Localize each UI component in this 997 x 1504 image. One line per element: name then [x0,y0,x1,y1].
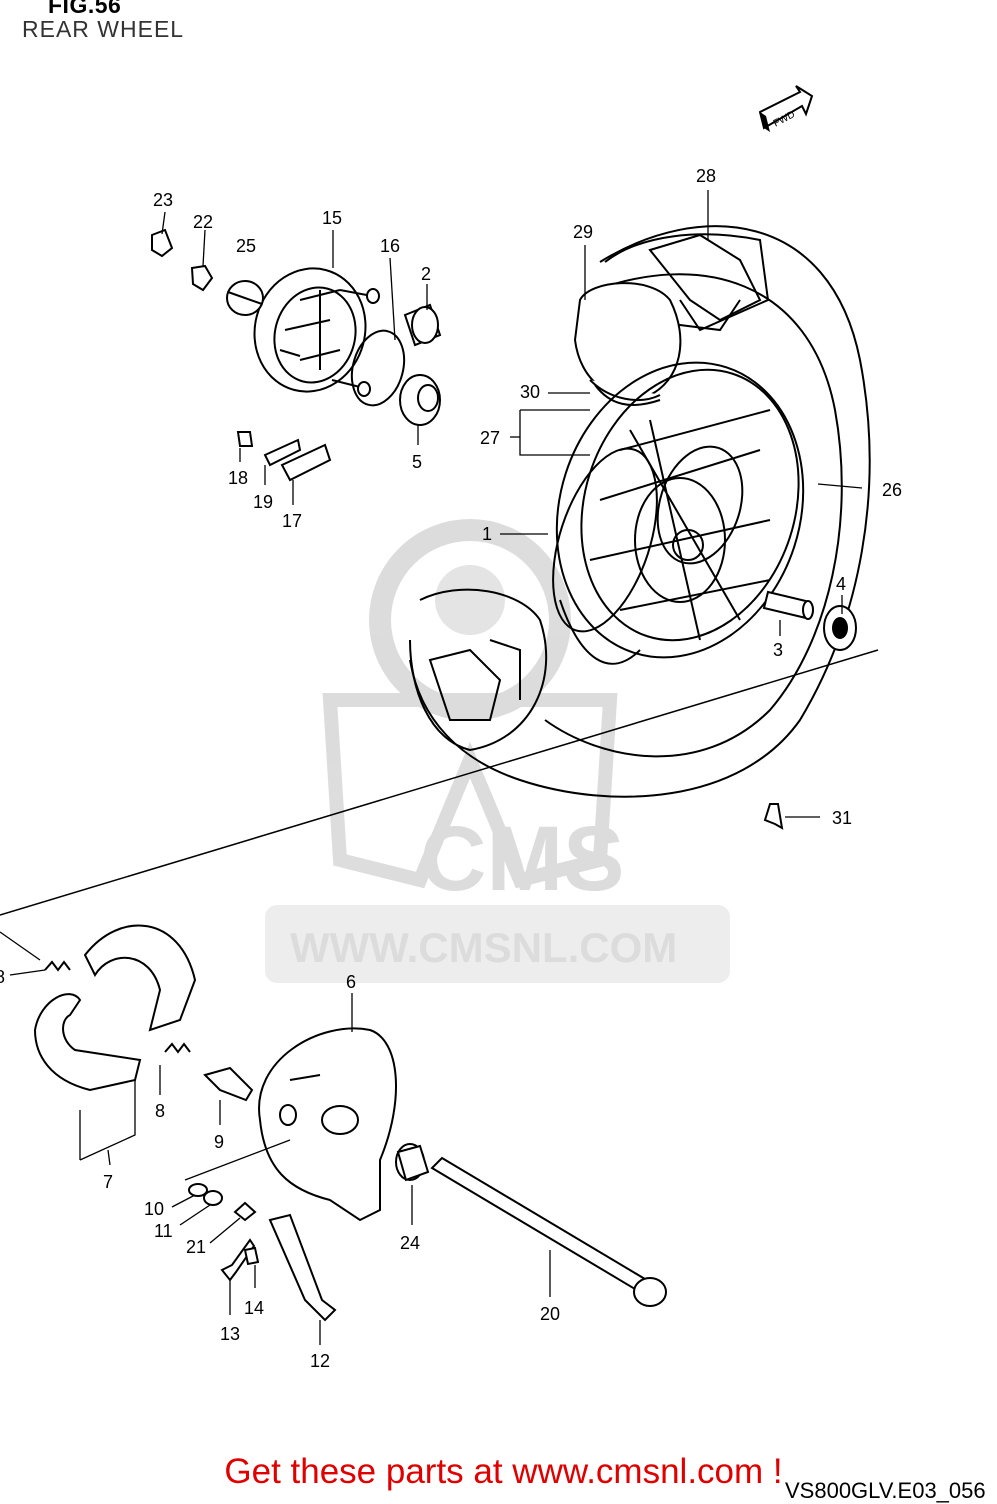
callout-5: 5 [412,452,422,472]
washers [188,1183,257,1222]
fig-subtitle: REAR WHEEL [22,16,185,42]
callout-14: 14 [244,1298,264,1318]
nut-22 [190,264,214,292]
brake-shoes [33,924,197,1092]
o-ring [350,329,406,407]
fwd-arrow-icon: FWD [758,85,814,132]
bearing-5 [399,374,441,426]
callout-16: 16 [380,236,400,256]
callout-12: 12 [310,1351,330,1371]
callout-29: 29 [573,222,593,242]
callout-leader-lines [0,190,863,1345]
callout-15: 15 [322,208,342,228]
callout-8-left: 8 [0,967,5,987]
callout-20: 20 [540,1304,560,1324]
callout-25: 25 [236,236,256,256]
watermark-logo-text: CMS [420,808,624,910]
callout-18: 18 [228,468,248,488]
bearing-2 [403,303,442,347]
callout-19: 19 [253,492,273,512]
rear-axle [430,1156,667,1307]
brake-panel [258,1027,397,1222]
inner-tube [573,282,682,401]
callout-2: 2 [421,264,431,284]
callout-26: 26 [882,480,902,500]
callout-13: 13 [220,1324,240,1344]
callout-23: 23 [153,190,173,210]
rear-hub-drum [253,267,380,397]
callout-24: 24 [400,1233,420,1253]
callout-7: 7 [103,1172,113,1192]
rear-tire [409,225,871,798]
callout-22: 22 [193,212,213,232]
rear-wheel-rim [552,361,805,665]
callout-8-right: 8 [155,1101,165,1121]
callout-6: 6 [346,972,356,992]
brake-springs [44,960,191,1054]
wheel-spacer [762,590,814,620]
callout-21: 21 [186,1237,206,1257]
callout-17: 17 [282,511,302,531]
retainer-parts [236,431,332,482]
callout-10: 10 [144,1199,164,1219]
cam-lever [268,1213,337,1322]
callout-11: 11 [154,1221,173,1241]
callout-28: 28 [696,166,716,186]
bolt-13-14 [220,1238,260,1282]
callout-4: 4 [836,574,846,594]
callout-3: 3 [773,640,783,660]
assembly-separator-line [0,649,879,916]
cms-watermark-logo: CMS WWW.CMSNL.COM [265,519,730,983]
valve-cap [763,803,784,830]
part-callout-labels: 28 29 30 27 1 26 4 3 31 23 22 25 15 16 2… [0,166,902,1371]
fig-title: FIG.56 [48,0,122,18]
rim-band [594,384,661,406]
brake-cam [203,1066,254,1102]
watermark-url: WWW.CMSNL.COM [290,924,677,971]
spacer-25 [226,280,264,316]
spacer-24 [395,1143,430,1182]
callout-27: 27 [480,428,500,448]
callout-9: 9 [214,1132,224,1152]
callout-30: 30 [520,382,540,402]
callout-1: 1 [482,524,492,544]
diagram-code: VS800GLV.E03_056 [785,1478,986,1503]
promo-link[interactable]: Get these parts at www.cmsnl.com ! [224,1452,783,1491]
wheel-bearing [823,605,857,651]
callout-31: 31 [832,808,852,828]
